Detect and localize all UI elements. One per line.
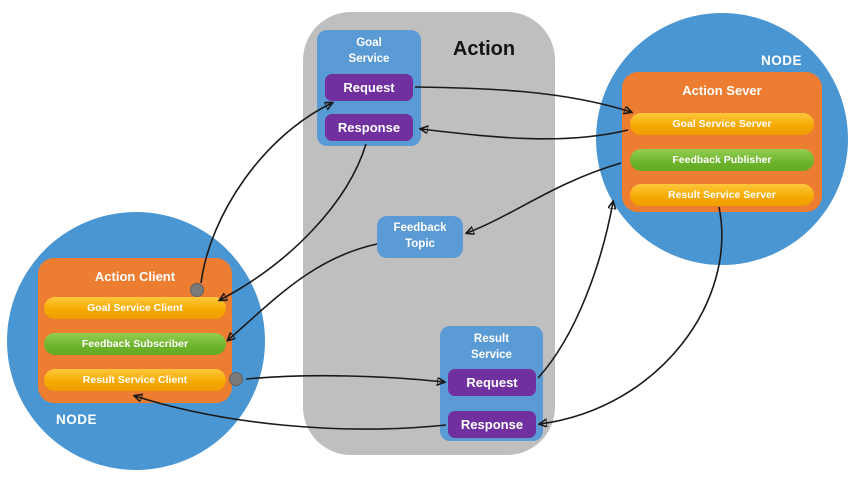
result-request-button: Request — [448, 369, 536, 396]
goal-service-box: Goal Service Request Response — [317, 30, 421, 146]
pill-result-service-client: Result Service Client — [44, 369, 226, 391]
action-server-title: Action Sever — [682, 83, 762, 98]
result-client-connector-dot — [229, 372, 243, 386]
pill-feedback-publisher: Feedback Publisher — [630, 149, 814, 171]
feedback-topic-box: Feedback Topic — [377, 216, 463, 258]
pill-goal-service-server: Goal Service Server — [630, 113, 814, 135]
action-client-title: Action Client — [94, 269, 176, 284]
action-client-box: Action Client Goal Service Client Feedba… — [38, 258, 232, 403]
server-node-label: NODE — [761, 53, 803, 68]
result-service-box: Result Service Request Response — [440, 326, 543, 441]
feedback-topic-title: Feedback Topic — [393, 222, 447, 250]
pill-result-service-server: Result Service Server — [630, 184, 814, 206]
client-node-label: NODE — [56, 412, 98, 427]
result-service-title: Result Service — [471, 333, 512, 361]
goal-response-button: Response — [325, 114, 413, 141]
action-title: Action — [452, 38, 516, 60]
goal-service-title: Goal Service — [348, 37, 390, 65]
pill-feedback-subscriber: Feedback Subscriber — [44, 333, 226, 355]
goal-client-connector-dot — [190, 283, 204, 297]
pill-goal-service-client: Goal Service Client — [44, 297, 226, 319]
result-response-button: Response — [448, 411, 536, 438]
goal-request-button: Request — [325, 74, 413, 101]
action-server-box: Action Sever Goal Service Server Feedbac… — [622, 72, 822, 212]
